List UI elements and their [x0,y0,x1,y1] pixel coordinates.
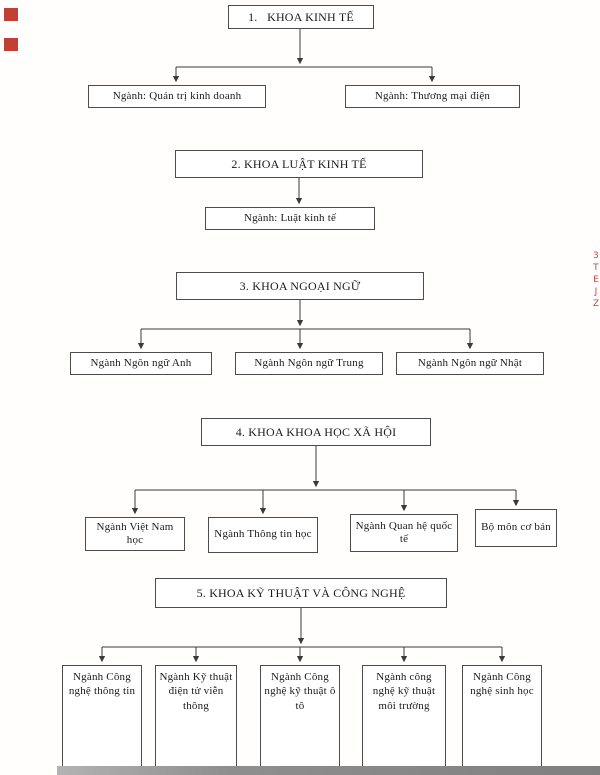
major-box: Ngành: Luật kinh tế [205,207,375,230]
faculty-3-box: 3. KHOA NGOẠI NGỮ [176,272,424,300]
faculty-4-box: 4. KHOA KHOA HỌC XÃ HỘI [201,418,431,446]
scan-edge-shadow [57,766,600,775]
major-box: Ngành Ngôn ngữ Anh [70,352,212,375]
margin-char: J [594,287,598,297]
major-box: Ngành Việt Nam học [85,517,185,551]
margin-char: Z [592,299,599,309]
major-box: Ngành Công nghệ thông tin [62,665,142,768]
major-box: Ngành Kỹ thuật điện tử viễn thông [155,665,237,768]
red-stamp-mark [4,38,18,51]
major-box: Ngành công nghệ kỹ thuật môi trường [362,665,446,768]
major-box: Ngành Ngôn ngữ Nhật [396,352,544,375]
red-stamp-mark [4,8,18,21]
major-box: Ngành: Thương mại điện [345,85,520,108]
major-box: Ngành Quan hệ quốc tế [350,514,458,552]
major-box: Ngành: Quản trị kinh doanh [88,85,266,108]
major-box: Ngành Thông tin học [208,517,318,553]
major-box: Ngành Công nghệ kỹ thuật ô tô [260,665,340,768]
faculty-1-box: 1. KHOA KINH TẾ [228,5,374,29]
major-box: Bộ môn cơ bản [475,509,557,547]
major-box: Ngành Ngôn ngữ Trung [235,352,383,375]
margin-char: E [593,275,599,285]
margin-char: 3 [593,251,599,261]
major-box: Ngành Công nghệ sinh học [462,665,542,768]
faculty-2-box: 2. KHOA LUẬT KINH TẾ [175,150,423,178]
red-margin-notation: 3 T E J Z [593,252,599,309]
faculty-5-box: 5. KHOA KỸ THUẬT VÀ CÔNG NGHỆ [155,578,447,608]
margin-char: T [593,263,599,273]
